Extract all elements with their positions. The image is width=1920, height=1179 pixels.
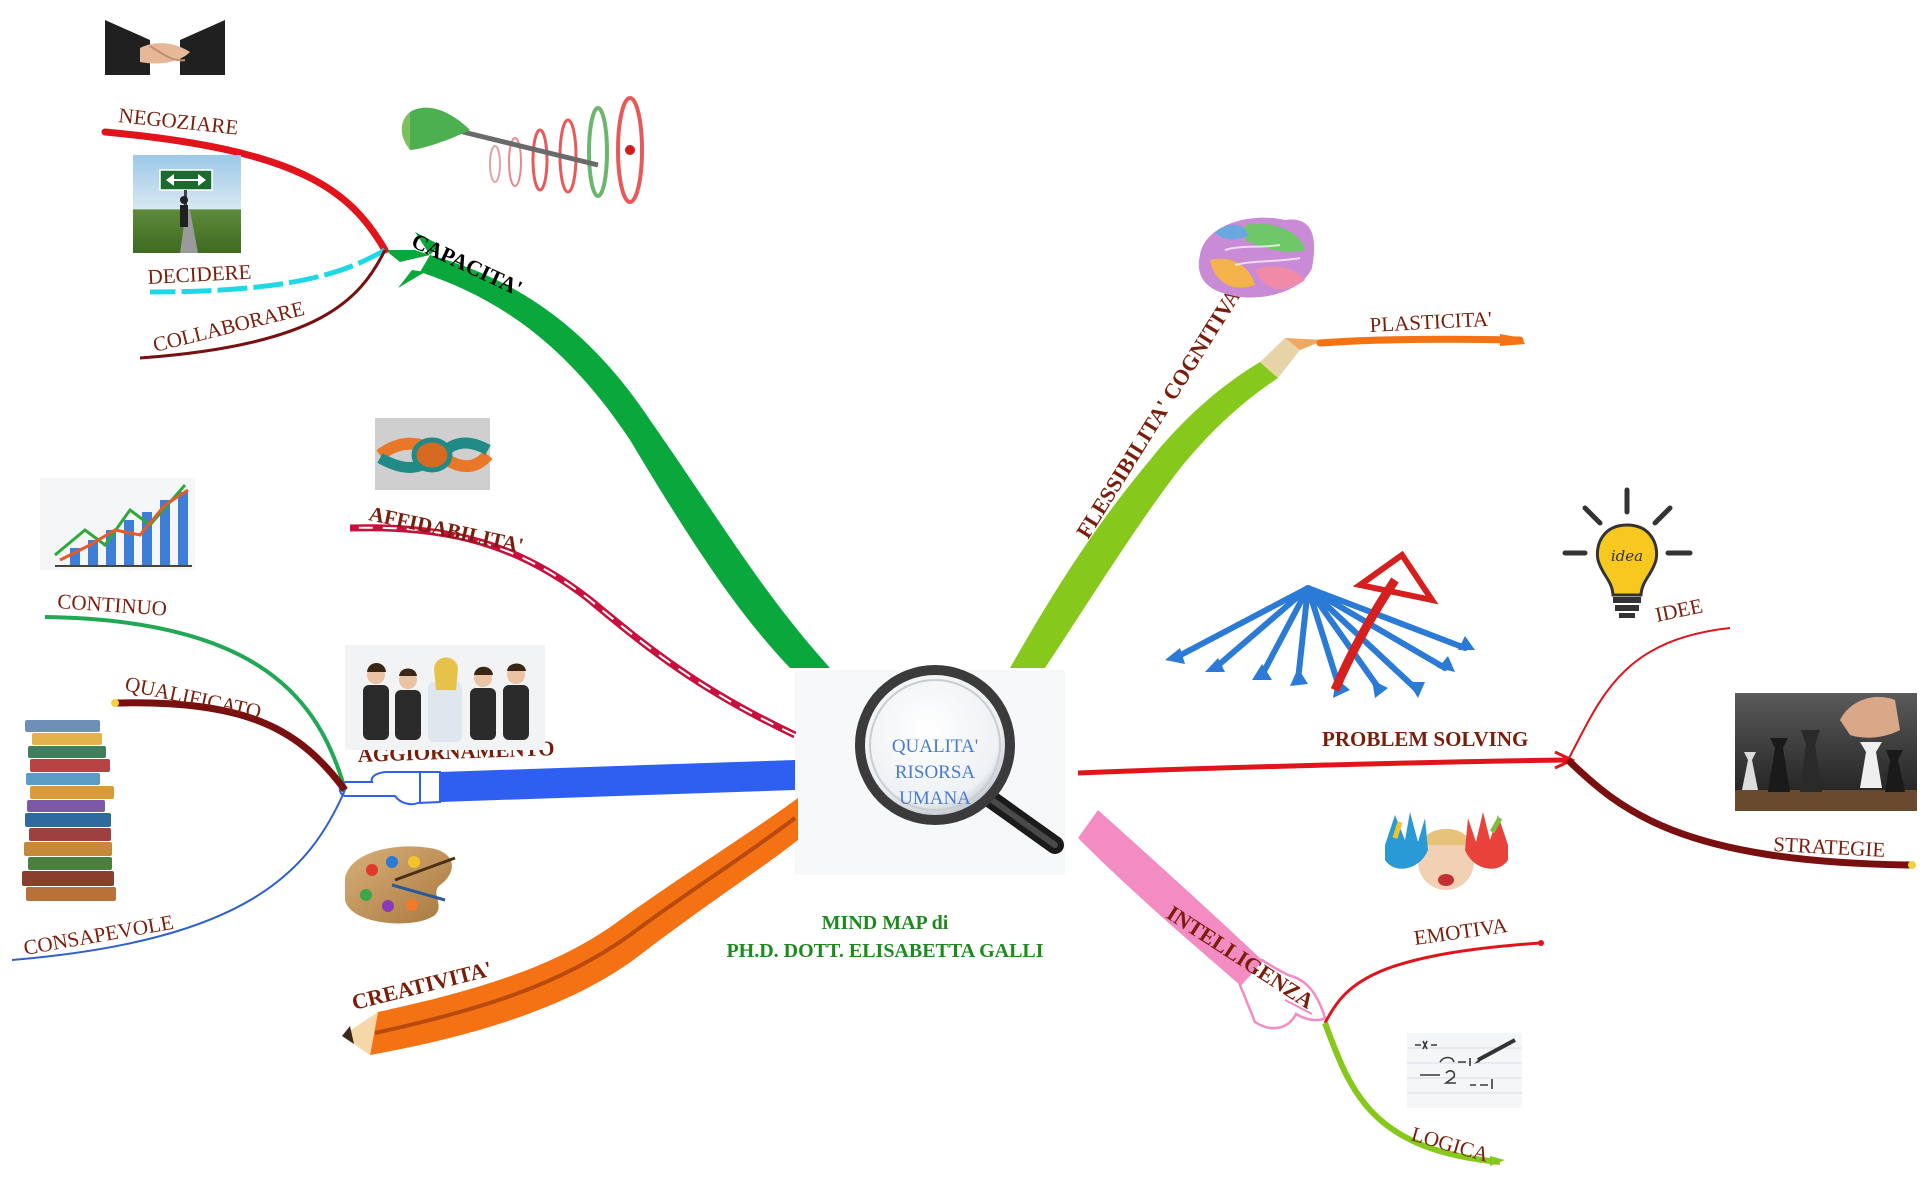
consapevole-label: CONSAPEVOLE (22, 910, 176, 960)
center-line-3: UMANA (899, 788, 971, 809)
crossroads-sign-icon (133, 155, 241, 253)
branch-creativita: CREATIVITA' (342, 798, 798, 1055)
intelligenza-label: INTELLIGENZA (1162, 900, 1318, 1014)
dartboard-icon (401, 96, 644, 204)
center-node: QUALITA' RISORSA UMANA (795, 665, 1065, 875)
paint-palette-icon (345, 846, 456, 924)
negoziare-stroke (101, 128, 389, 254)
author-line-1: MIND MAP di (822, 912, 949, 934)
math-paper-icon (1407, 1033, 1522, 1108)
handshake-icon (105, 18, 225, 76)
strategie-label: STRATEGIE (1773, 832, 1886, 862)
book-stack-icon (22, 720, 116, 901)
glove-hand-icon (1238, 958, 1327, 1030)
capacita-stroke (420, 255, 830, 668)
rope-knot-icon (375, 418, 493, 490)
logica-label: LOGICA (1409, 1122, 1493, 1167)
chess-icon (1735, 693, 1917, 811)
plasticita-label: PLASTICITA' (1369, 307, 1492, 337)
qualificato-label: QUALIFICATO (123, 671, 263, 723)
business-team-icon (345, 645, 545, 750)
affidabilita-label: AFFIDABILITA' (367, 501, 526, 557)
center-line-2: RISORSA (895, 762, 976, 783)
decidere-stroke (149, 247, 387, 295)
painted-hands-child-icon (1378, 810, 1516, 900)
collaborare-stroke (139, 249, 387, 360)
lightbulb-idea-icon: idea (1562, 487, 1693, 618)
decidere-label: DECIDERE (147, 260, 252, 289)
idee-label: IDEE (1653, 593, 1705, 626)
growth-chart-icon (40, 478, 195, 570)
problem-solving-label: PROBLEM SOLVING (1322, 727, 1528, 751)
brain-icon (1198, 217, 1315, 298)
emotiva-label: EMOTIVA (1412, 913, 1509, 950)
author-line-2: PH.D. DOTT. ELISABETTA GALLI (726, 940, 1043, 962)
magnifier-icon (855, 665, 1064, 854)
bulb-word: idea (1611, 547, 1643, 565)
arrows-direction-icon (1165, 550, 1475, 698)
pointing-hand-icon (338, 771, 441, 806)
author-credit: MIND MAP di PH.D. DOTT. ELISABETTA GALLI (726, 912, 1043, 962)
capacita-splash (385, 232, 440, 288)
center-line-1: QUALITA' (892, 736, 978, 757)
